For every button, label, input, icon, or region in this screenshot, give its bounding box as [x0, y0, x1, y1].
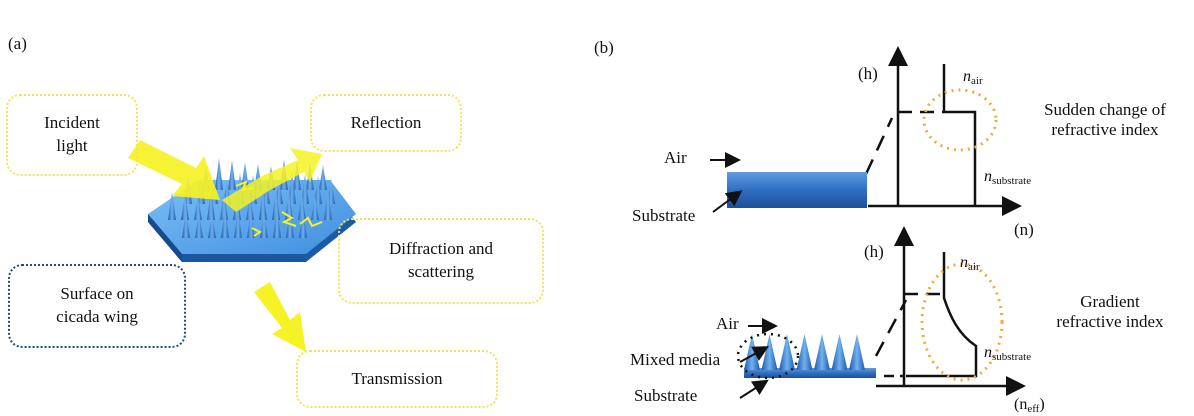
- bottom-n-sub-base: n: [984, 344, 992, 361]
- bottom-n-substrate-label: nsubstrate: [984, 344, 1031, 364]
- top-n-sub-sub: substrate: [992, 175, 1032, 187]
- incident-light-box: Incident light: [6, 94, 138, 176]
- cone-structure: [761, 334, 778, 370]
- reflection-arrow: [222, 148, 322, 212]
- reflection-box: Reflection: [310, 94, 462, 152]
- scattering-squiggles: [235, 180, 323, 237]
- cone-structure: [779, 334, 795, 370]
- bottom-caption: Gradient refractive index: [1056, 292, 1164, 331]
- nanopillar-spike: [260, 213, 268, 238]
- panel-a-label: (a): [8, 34, 27, 53]
- top-n-air-sub: air: [971, 75, 983, 87]
- top-substrate-block: [727, 172, 867, 208]
- mixed-media-label: Mixed media: [630, 350, 721, 369]
- bottom-n-air-sub: air: [968, 261, 980, 273]
- nanopillar-spike: [314, 176, 322, 204]
- transmission-arrow: [254, 282, 306, 352]
- cone-structure: [814, 334, 830, 370]
- cone-structure: [831, 334, 848, 370]
- nanopillar-spike: [220, 191, 228, 220]
- top-caption: Sudden change of refractive index: [1044, 100, 1166, 139]
- bottom-pointer-arrows: [739, 318, 778, 399]
- top-pointer-arrows: [710, 152, 743, 213]
- bottom-n-air-base: n: [960, 254, 968, 271]
- nanopillar-spike: [246, 195, 254, 220]
- mixed-media-circle: [736, 332, 800, 380]
- nanopillar-spike: [272, 190, 280, 220]
- nanopillar-spike: [285, 192, 293, 220]
- nanopillar-spike: [288, 172, 296, 204]
- bottom-n-air-label: nair: [960, 254, 980, 274]
- bottom-n-axis-base: (n: [1014, 396, 1028, 413]
- nanopillar-spike: [221, 207, 229, 238]
- transmission-box: Transmission: [296, 350, 498, 408]
- diffraction-text: Diffraction and scattering: [388, 239, 493, 281]
- bottom-air-label: Air: [716, 314, 739, 333]
- top-graph: [864, 46, 1022, 216]
- nanopillar-spike: [299, 210, 307, 238]
- top-n-substrate-label: nsubstrate: [984, 168, 1031, 188]
- nanopillar-spike: [311, 196, 319, 220]
- nanopillar-spike: [208, 214, 216, 238]
- nanopillar-spike: [228, 160, 236, 190]
- nanopillar-spike: [259, 188, 267, 220]
- nanopillar-spike: [324, 189, 332, 220]
- nanopillar-spike: [247, 211, 255, 238]
- bottom-n-axis-close: ): [1039, 396, 1045, 413]
- nanopillar-spike: [195, 212, 203, 238]
- nanopillar-spike: [181, 194, 189, 220]
- panel-b-label: (b): [594, 38, 614, 57]
- bottom-cones: [744, 334, 865, 370]
- nanopillar-spike: [273, 206, 281, 238]
- reflection-text: Reflection: [350, 112, 422, 132]
- nanopillar-spike: [194, 196, 202, 220]
- nanopillar-spike: [215, 158, 223, 190]
- bottom-substrate-label: Substrate: [634, 386, 698, 405]
- bottom-substrate-base: [744, 368, 876, 378]
- diffraction-box: Diffraction and scattering: [338, 218, 544, 304]
- top-h-axis-label: (h): [858, 64, 878, 83]
- nanopillar-spike: [301, 174, 309, 204]
- top-n-air-base: n: [963, 68, 971, 85]
- nanopillar-spike: [168, 192, 176, 220]
- bottom-n-sub-sub: substrate: [992, 351, 1032, 363]
- nanopillar-spike: [207, 189, 215, 220]
- bottom-h-axis-label: (h): [864, 242, 884, 261]
- transmission-text: Transmission: [351, 368, 443, 388]
- nanopillar-spike: [319, 165, 327, 190]
- nanopillar-spike: [298, 194, 306, 220]
- cone-structure: [796, 334, 813, 370]
- top-n-axis-label: (n): [1014, 220, 1034, 239]
- nanopillar-spike: [234, 209, 242, 238]
- top-n-sub-base: n: [984, 168, 992, 185]
- bottom-orange-circle: [920, 262, 1004, 382]
- bottom-n-axis-sub: eff: [1027, 403, 1040, 415]
- nanopillar-spike: [182, 210, 190, 238]
- top-substrate-label: Substrate: [632, 206, 696, 225]
- bottom-n-axis-label: (neff): [1014, 396, 1045, 416]
- top-orange-circle: [922, 88, 998, 152]
- top-air-label: Air: [664, 148, 687, 167]
- surface-box: Surface on cicada wing: [8, 264, 186, 348]
- incident-light-arrow: [128, 140, 220, 200]
- incident-light-text: Incident light: [44, 113, 100, 155]
- cone-structure: [849, 334, 865, 370]
- top-n-air-label: nair: [963, 68, 983, 88]
- bottom-graph: [874, 226, 1026, 396]
- surface-text: Surface on cicada wing: [56, 284, 138, 326]
